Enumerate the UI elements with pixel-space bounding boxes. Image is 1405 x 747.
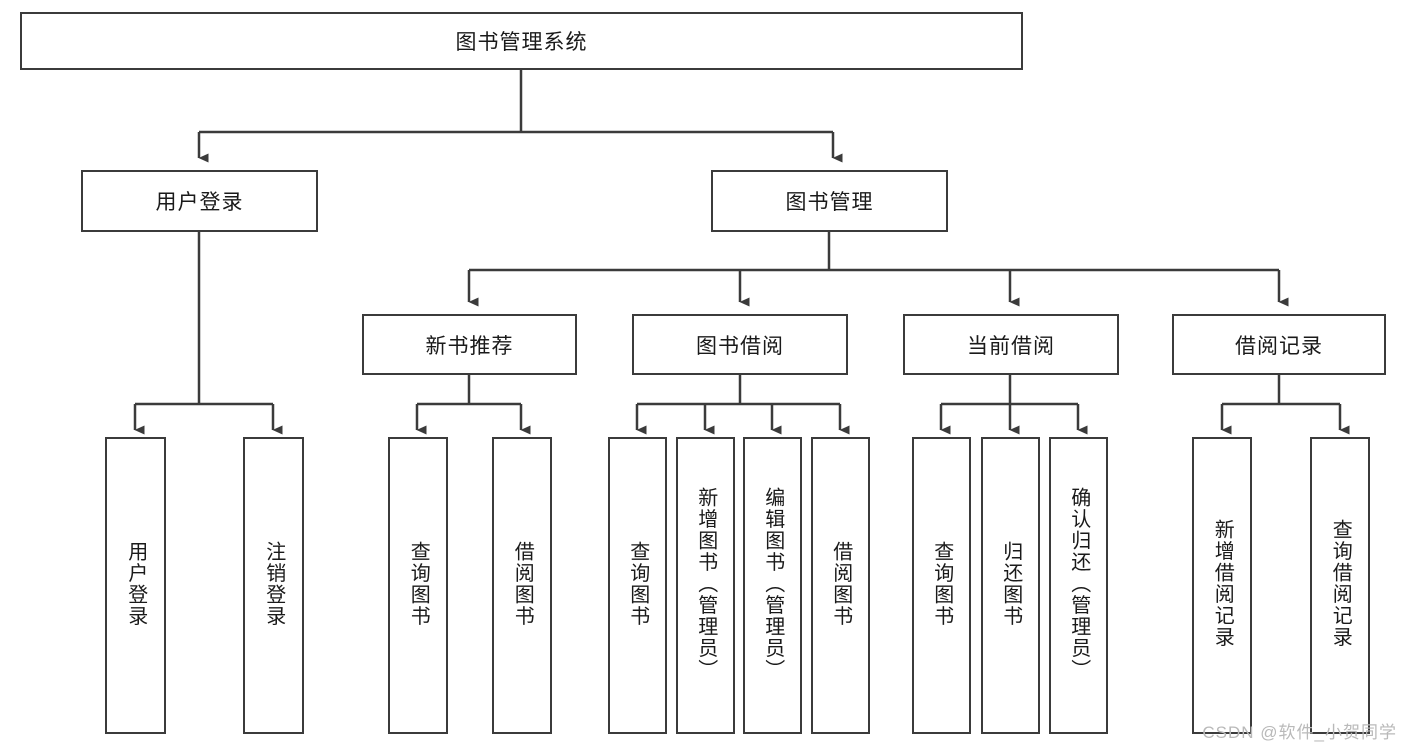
node-leaf-borrow-book-2[interactable]: 借阅图书: [811, 437, 870, 734]
node-label: 当前借阅: [967, 334, 1055, 358]
node-label: 图书管理: [785, 191, 874, 214]
node-label: 新书推荐: [425, 334, 514, 358]
node-label: 用户登录: [124, 540, 147, 627]
node-label: 借阅记录: [1235, 334, 1323, 358]
node-book-borrow[interactable]: 图书借阅: [632, 314, 848, 375]
node-label: 图书借阅: [696, 334, 784, 358]
node-label: 新增借阅记录: [1211, 519, 1234, 648]
node-leaf-query-book-3[interactable]: 查询图书: [912, 437, 971, 734]
node-label: 查询借阅记录: [1329, 519, 1352, 648]
node-label: 查询图书: [626, 540, 649, 627]
node-label: 归还图书: [999, 540, 1022, 627]
node-label: 用户登录: [155, 191, 244, 214]
node-book-manage[interactable]: 图书管理: [711, 170, 948, 232]
node-label: 确认归还（管理员）: [1067, 486, 1090, 681]
node-user-login[interactable]: 用户登录: [81, 170, 318, 232]
watermark: CSDN @软件_小贺同学: [1202, 723, 1397, 742]
node-leaf-query-borrow-record[interactable]: 查询借阅记录: [1310, 437, 1370, 734]
node-new-book-recommend[interactable]: 新书推荐: [362, 314, 577, 375]
node-label: 图书管理系统: [455, 31, 588, 54]
node-label: 编辑图书（管理员）: [761, 486, 784, 681]
node-label: 注销登录: [262, 540, 285, 627]
node-leaf-logout-login[interactable]: 注销登录: [243, 437, 304, 734]
node-leaf-add-borrow-record[interactable]: 新增借阅记录: [1192, 437, 1252, 734]
node-leaf-query-book-1[interactable]: 查询图书: [388, 437, 448, 734]
node-leaf-return-book[interactable]: 归还图书: [981, 437, 1040, 734]
node-leaf-confirm-return[interactable]: 确认归还（管理员）: [1049, 437, 1108, 734]
node-current-borrow[interactable]: 当前借阅: [903, 314, 1119, 375]
node-leaf-borrow-book-1[interactable]: 借阅图书: [492, 437, 552, 734]
node-label: 借阅图书: [511, 540, 534, 627]
node-label: 借阅图书: [829, 540, 852, 627]
node-label: 查询图书: [407, 540, 430, 627]
node-leaf-user-login[interactable]: 用户登录: [105, 437, 166, 734]
node-book-management-system[interactable]: 图书管理系统: [20, 12, 1023, 70]
node-label: 查询图书: [930, 540, 953, 627]
node-leaf-edit-book[interactable]: 编辑图书（管理员）: [743, 437, 802, 734]
node-label: 新增图书（管理员）: [694, 486, 717, 681]
node-leaf-add-book[interactable]: 新增图书（管理员）: [676, 437, 735, 734]
node-leaf-query-book-2[interactable]: 查询图书: [608, 437, 667, 734]
node-borrow-record[interactable]: 借阅记录: [1172, 314, 1386, 375]
